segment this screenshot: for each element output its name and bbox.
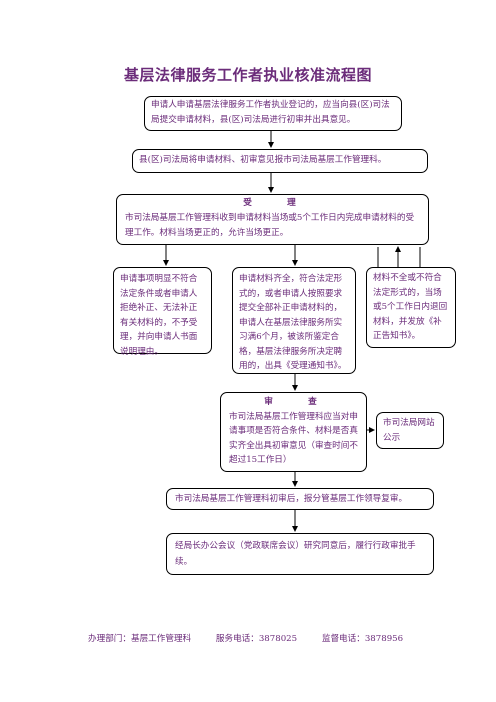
footer-department: 办理部门：基层工作管理科 bbox=[88, 634, 192, 644]
page-title: 基层法律服务工作者执业核准流程图 bbox=[123, 66, 372, 84]
step-review-box: 审 查 市司法局基层工作管理科应当对申请事项是否符合条件、材料是否真实齐全出具初… bbox=[220, 392, 367, 472]
accept-body: 市司法局基层工作管理科收到申请材料当场或5个工作日内完成申请材料的受理工作。材料… bbox=[125, 213, 415, 238]
decision-text: 经局长办公会议（党政联席会议）研究同意后，履行行政审批手续。 bbox=[175, 541, 416, 567]
step-incomplete-box: 材料不全或不符合法定形式的，当场或5个工作日内退回材料，并发放《补正告知书》。 bbox=[366, 267, 456, 348]
step-submit-box: 市司法局基层工作管理科初审后，报分管基层工作领导复审。 bbox=[166, 488, 434, 510]
step-apply-box: 申请人申请基层法律服务工作者执业登记的，应当向县(区)司法局提交申请材料，县(区… bbox=[144, 96, 402, 131]
step-report-text: 县(区)司法局将申请材料、初审意见报市司法局基层工作管理科。 bbox=[139, 155, 387, 165]
accepted-text: 申请材料齐全，符合法定形式的，或者申请人按照要求提交全部补正申请材料的，申请人在… bbox=[239, 274, 347, 371]
step-report-box: 县(区)司法局将申请材料、初审意见报市司法局基层工作管理科。 bbox=[132, 149, 428, 173]
review-heading: 审 查 bbox=[264, 397, 323, 407]
accept-heading: 受 理 bbox=[243, 198, 302, 208]
footer: 办理部门：基层工作管理科 服务电话：3878025 监督电话：3878956 bbox=[88, 632, 425, 644]
step-accept-box: 受 理 市司法局基层工作管理科收到申请材料当场或5个工作日内完成申请材料的受理工… bbox=[116, 194, 429, 245]
footer-supervision-phone: 监督电话：3878956 bbox=[321, 634, 404, 644]
review-body: 市司法局基层工作管理科应当对申请事项是否符合条件、材料是否真实齐全出具初审意见（… bbox=[229, 411, 358, 466]
publicity-text: 市司法局网站公示 bbox=[383, 418, 435, 443]
step-accepted-box: 申请材料齐全，符合法定形式的，或者申请人按照要求提交全部补正申请材料的，申请人在… bbox=[232, 267, 356, 374]
reject-text: 申请事项明显不符合法定条件或者申请人拒绝补正、无法补正有关材料的，不予受理，并向… bbox=[120, 274, 198, 357]
step-decision-box: 经局长办公会议（党政联席会议）研究同意后，履行行政审批手续。 bbox=[166, 533, 434, 575]
step-apply-text: 申请人申请基层法律服务工作者执业登记的，应当向县(区)司法局提交申请材料，县(区… bbox=[151, 100, 390, 125]
submit-text: 市司法局基层工作管理科初审后，报分管基层工作领导复审。 bbox=[175, 494, 408, 504]
footer-service-phone: 服务电话：3878025 bbox=[215, 634, 298, 644]
incomplete-text: 材料不全或不符合法定形式的，当场或5个工作日内退回材料，并发放《补正告知书》。 bbox=[373, 273, 448, 341]
step-reject-box: 申请事项明显不符合法定条件或者申请人拒绝补正、无法补正有关材料的，不予受理，并向… bbox=[113, 267, 212, 357]
publicity-box: 市司法局网站公示 bbox=[376, 412, 444, 449]
